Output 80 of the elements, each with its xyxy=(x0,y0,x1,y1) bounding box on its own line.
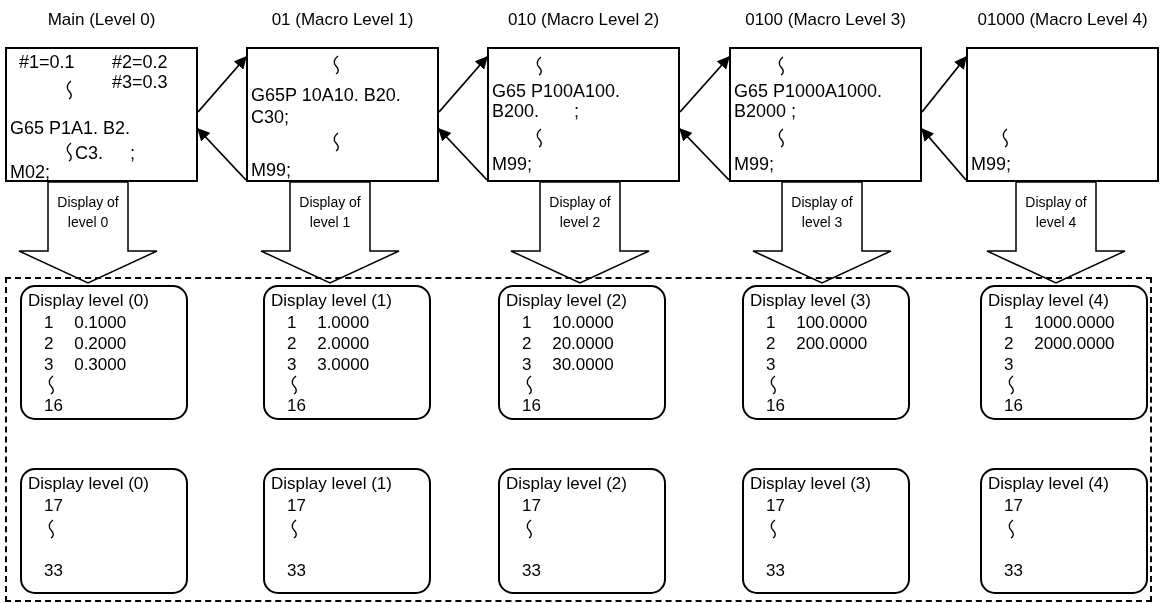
arrow xyxy=(921,56,967,113)
program-heading: 010 (Macro Level 2) xyxy=(507,9,660,30)
variable-row: 1 1000.0000 xyxy=(1004,312,1115,333)
code-line: B200. ; xyxy=(492,101,580,122)
program-heading: 01000 (Macro Level 4) xyxy=(977,9,1148,30)
variable-row: 16 xyxy=(522,395,541,416)
variable-row: 17 xyxy=(287,495,306,516)
display-heading: Display level (4) xyxy=(988,473,1109,494)
code-line: #1=0.1 xyxy=(19,52,75,73)
variable-row: 3 xyxy=(766,354,776,375)
display-heading: Display level (1) xyxy=(271,473,392,494)
variable-row: 1 0.1000 xyxy=(44,312,127,333)
arrow xyxy=(921,128,967,181)
display-heading: Display level (0) xyxy=(28,290,149,311)
variable-row: 33 xyxy=(766,560,785,581)
display-box xyxy=(498,468,666,594)
code-line: B2000 ; xyxy=(734,101,797,122)
display-box xyxy=(263,285,431,420)
variable-row: 3 30.0000 xyxy=(522,354,614,375)
variable-row: 1 100.0000 xyxy=(766,312,868,333)
code-line: M99; xyxy=(251,160,292,181)
variable-row: 2 200.0000 xyxy=(766,333,868,354)
code-line: M99; xyxy=(971,154,1012,175)
code-line: G65 P1000A1000. xyxy=(734,81,883,102)
variable-row: 2 2000.0000 xyxy=(1004,333,1115,354)
display-box xyxy=(980,468,1148,594)
display-heading: Display level (3) xyxy=(750,473,871,494)
arrow xyxy=(438,56,488,113)
variable-row: 3 3.0000 xyxy=(287,354,370,375)
variable-row: 33 xyxy=(44,560,63,581)
code-line: G65 P100A100. xyxy=(492,81,621,102)
variable-row: 33 xyxy=(287,560,306,581)
code-line: M02; xyxy=(10,162,51,183)
variable-row: 2 0.2000 xyxy=(44,333,127,354)
display-heading: Display level (1) xyxy=(271,290,392,311)
display-box xyxy=(742,468,910,594)
code-line: M99; xyxy=(492,154,533,175)
code-line: G65 P1A1. B2. xyxy=(10,118,131,139)
variable-row: 16 xyxy=(287,395,306,416)
variable-row: 17 xyxy=(1004,495,1023,516)
code-line: #2=0.2 xyxy=(112,52,168,73)
variable-row: 16 xyxy=(1004,395,1023,416)
variable-row: 3 xyxy=(1004,354,1014,375)
variable-row: 33 xyxy=(522,560,541,581)
arrow xyxy=(438,128,488,181)
variable-row: 17 xyxy=(522,495,541,516)
variable-row: 33 xyxy=(1004,560,1023,581)
variable-row: 17 xyxy=(44,495,63,516)
display-box xyxy=(263,468,431,594)
code-line: #3=0.3 xyxy=(112,72,168,93)
arrow xyxy=(197,56,247,113)
variable-row: 16 xyxy=(766,395,785,416)
arrow xyxy=(679,128,730,181)
program-heading: 01 (Macro Level 1) xyxy=(271,9,414,30)
variable-row: 2 2.0000 xyxy=(287,333,370,354)
display-box xyxy=(20,468,188,594)
program-heading: Main (Level 0) xyxy=(47,9,156,30)
display-heading: Display level (0) xyxy=(28,473,149,494)
display-box xyxy=(20,285,188,420)
code-line: C30; xyxy=(251,107,290,128)
dashed-frame xyxy=(5,277,1152,602)
display-heading: Display level (2) xyxy=(506,290,627,311)
variable-row: 3 0.3000 xyxy=(44,354,127,375)
variable-row: 17 xyxy=(766,495,785,516)
variable-row: 1 1.0000 xyxy=(287,312,370,333)
program-heading: 0100 (Macro Level 3) xyxy=(745,9,906,30)
display-box xyxy=(980,285,1148,420)
code-line: M99; xyxy=(734,154,775,175)
display-heading: Display level (3) xyxy=(750,290,871,311)
display-box xyxy=(742,285,910,420)
variable-row: 2 20.0000 xyxy=(522,333,614,354)
code-line: C3. ; xyxy=(75,143,135,164)
display-heading: Display level (4) xyxy=(988,290,1109,311)
code-line: G65P 10A10. B20. xyxy=(251,85,401,106)
display-box xyxy=(498,285,666,420)
arrow xyxy=(679,56,730,113)
arrow xyxy=(197,128,247,181)
variable-row: 16 xyxy=(44,395,63,416)
variable-row: 1 10.0000 xyxy=(522,312,614,333)
display-heading: Display level (2) xyxy=(506,473,627,494)
